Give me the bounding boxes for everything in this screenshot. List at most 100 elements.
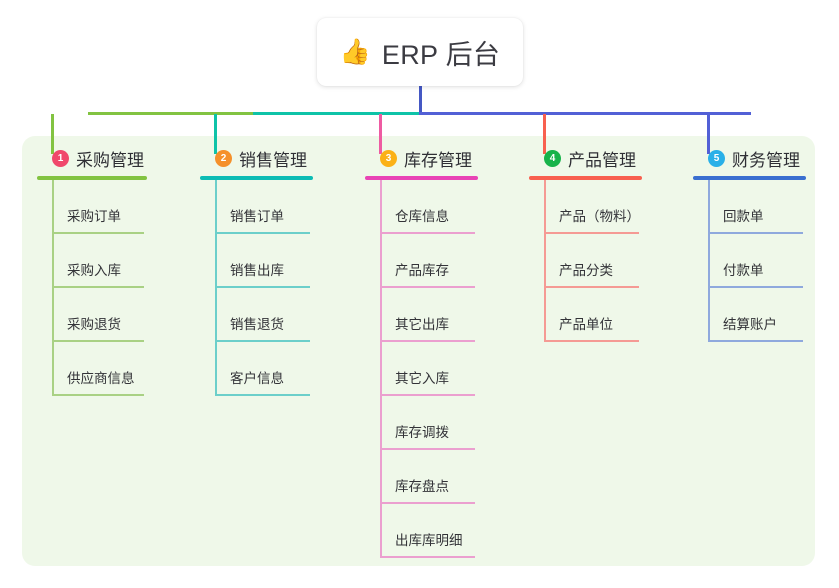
- list-item-rule: [544, 286, 639, 288]
- root-stem: [419, 86, 422, 115]
- list-item-rule: [215, 286, 310, 288]
- column-spine: [708, 180, 710, 342]
- root-node-title: ERP 后台: [381, 39, 501, 70]
- list-item-rule: [708, 340, 803, 342]
- column-header-5[interactable]: 5 财务管理: [693, 145, 806, 171]
- column-header-3[interactable]: 3 库存管理: [365, 145, 478, 171]
- column-number-badge: 3: [380, 149, 397, 167]
- list-item-label: 库存调拨: [395, 425, 449, 440]
- list-item-rule: [544, 340, 639, 342]
- list-item[interactable]: 仓库信息: [365, 180, 478, 234]
- list-item-rule: [708, 286, 803, 288]
- column-spine: [544, 180, 546, 342]
- drop-line-2: [214, 114, 217, 154]
- list-item[interactable]: 其它入库: [365, 342, 478, 396]
- column-items: 仓库信息产品库存其它出库其它入库库存调拨库存盘点出库库明细: [365, 180, 478, 558]
- column-4: 4 产品管理产品（物料） 产品分类产品单位: [529, 145, 642, 342]
- list-item-label: 付款单: [723, 263, 764, 278]
- list-item-label: 产品（物料）: [559, 209, 640, 224]
- column-title: 库存管理: [404, 150, 472, 170]
- list-item[interactable]: 产品（物料）: [529, 180, 642, 234]
- column-header-rule: [365, 176, 478, 180]
- list-item-rule: [380, 340, 475, 342]
- bus-segment-1: [88, 112, 254, 115]
- bus-segment-3: [419, 112, 751, 115]
- list-item-label: 结算账户: [723, 317, 777, 332]
- list-item-label: 销售退货: [230, 317, 284, 332]
- list-item-rule: [380, 556, 475, 558]
- list-item-label: 采购入库: [67, 263, 121, 278]
- list-item-rule: [215, 340, 310, 342]
- list-item-rule: [380, 448, 475, 450]
- column-header-rule: [693, 176, 806, 180]
- bus-segment-2: [253, 112, 420, 115]
- column-header-rule: [200, 176, 313, 180]
- list-item-rule: [380, 394, 475, 396]
- list-item[interactable]: 库存盘点: [365, 450, 478, 504]
- column-header-1[interactable]: 1 采购管理: [37, 145, 147, 171]
- list-item-label: 出库库明细: [395, 533, 463, 548]
- list-item-label: 产品分类: [559, 263, 613, 278]
- list-item[interactable]: 回款单: [693, 180, 806, 234]
- list-item[interactable]: 产品分类: [529, 234, 642, 288]
- list-item-rule: [52, 286, 144, 288]
- list-item[interactable]: 付款单: [693, 234, 806, 288]
- column-items: 回款单付款单结算账户: [693, 180, 806, 342]
- list-item-label: 供应商信息: [67, 371, 135, 386]
- column-5: 5 财务管理回款单付款单结算账户: [693, 145, 806, 342]
- column-title: 采购管理: [76, 150, 144, 170]
- list-item[interactable]: 采购退货: [37, 288, 147, 342]
- column-header-4[interactable]: 4 产品管理: [529, 145, 642, 171]
- list-item-label: 库存盘点: [395, 479, 449, 494]
- list-item-label: 客户信息: [230, 371, 284, 386]
- list-item[interactable]: 采购订单: [37, 180, 147, 234]
- list-item[interactable]: 出库库明细: [365, 504, 478, 558]
- list-item[interactable]: 其它出库: [365, 288, 478, 342]
- list-item[interactable]: 产品单位: [529, 288, 642, 342]
- list-item-label: 采购退货: [67, 317, 121, 332]
- root-node-card[interactable]: 👍 ERP 后台: [317, 18, 523, 86]
- list-item-label: 其它出库: [395, 317, 449, 332]
- list-item-label: 采购订单: [67, 209, 121, 224]
- list-item[interactable]: 产品库存: [365, 234, 478, 288]
- column-items: 销售订单销售出库销售退货客户信息: [200, 180, 313, 396]
- list-item-rule: [380, 232, 475, 234]
- column-1: 1 采购管理采购订单采购入库采购退货供应商信息: [37, 145, 147, 396]
- column-spine: [380, 180, 382, 558]
- list-item-label: 销售出库: [230, 263, 284, 278]
- list-item-label: 其它入库: [395, 371, 449, 386]
- list-item[interactable]: 客户信息: [200, 342, 313, 396]
- column-spine: [52, 180, 54, 396]
- drop-line-5: [707, 114, 710, 154]
- column-spine: [215, 180, 217, 396]
- list-item-rule: [52, 232, 144, 234]
- column-number-badge: 1: [52, 149, 69, 167]
- drop-line-4: [543, 114, 546, 154]
- column-title: 财务管理: [732, 150, 800, 170]
- list-item[interactable]: 销售出库: [200, 234, 313, 288]
- list-item[interactable]: 采购入库: [37, 234, 147, 288]
- list-item-label: 仓库信息: [395, 209, 449, 224]
- diagram-background-panel: [22, 136, 815, 566]
- list-item[interactable]: 销售订单: [200, 180, 313, 234]
- drop-line-3: [379, 114, 382, 154]
- column-title: 产品管理: [568, 150, 636, 170]
- list-item[interactable]: 结算账户: [693, 288, 806, 342]
- list-item-rule: [544, 232, 639, 234]
- list-item[interactable]: 供应商信息: [37, 342, 147, 396]
- column-items: 采购订单采购入库采购退货供应商信息: [37, 180, 147, 396]
- list-item-rule: [380, 286, 475, 288]
- column-number-badge: 5: [708, 149, 725, 167]
- column-header-rule: [529, 176, 642, 180]
- column-header-rule: [37, 176, 147, 180]
- column-number-badge: 4: [544, 149, 561, 167]
- list-item[interactable]: 库存调拨: [365, 396, 478, 450]
- list-item[interactable]: 销售退货: [200, 288, 313, 342]
- list-item-rule: [52, 394, 144, 396]
- column-title: 销售管理: [239, 150, 307, 170]
- list-item-rule: [52, 340, 144, 342]
- list-item-label: 回款单: [723, 209, 764, 224]
